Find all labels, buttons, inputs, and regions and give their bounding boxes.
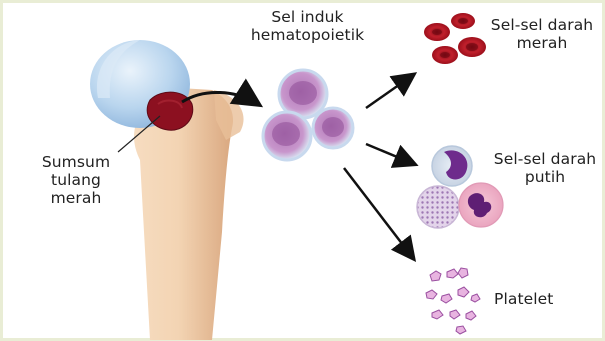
stem-cell [313, 108, 353, 148]
stem-cell [263, 112, 311, 160]
stem-cells-label: Sel induk hematopoietik [245, 8, 370, 44]
platelets-label: Platelet [494, 290, 574, 308]
arrow-to-platelets [344, 168, 413, 258]
marrow-label: Sumsum tulang merah [32, 153, 120, 207]
arrow-to-red-cells [366, 75, 413, 108]
red-blood-cells [424, 13, 486, 64]
red-cells-label: Sel-sel darah merah [483, 16, 601, 52]
white-cells-label: Sel-sel darah putih [488, 150, 602, 186]
red-marrow [147, 92, 193, 130]
arrow-to-white-cells [366, 144, 414, 164]
platelets [426, 268, 480, 334]
